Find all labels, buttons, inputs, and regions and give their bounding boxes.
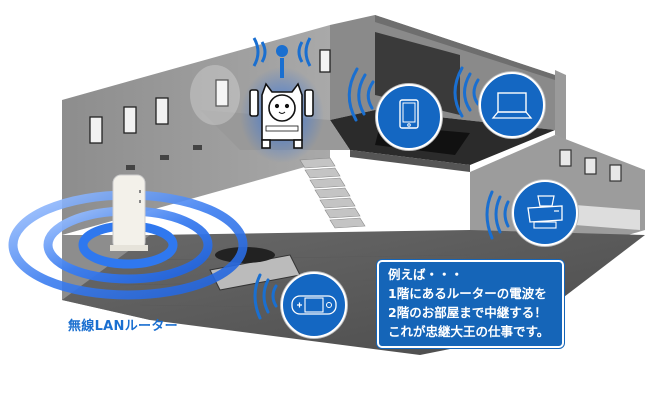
tablet-device-badge xyxy=(376,84,442,150)
laptop-icon xyxy=(491,92,533,119)
callout-line: これが忠継大王の仕事です。 xyxy=(388,324,550,339)
game-console-device-badge xyxy=(281,272,347,338)
callout-line: 2階のお部屋まで中継する！ xyxy=(388,305,547,320)
callout-line: 例えば・・・ xyxy=(388,267,464,282)
tablet-icon xyxy=(399,99,419,129)
laptop-device-badge xyxy=(479,72,545,138)
game-console-icon xyxy=(291,295,337,315)
callout-line: 1階にあるルーターの電波を xyxy=(388,286,547,301)
printer-icon xyxy=(527,195,563,229)
wireless-router-icon xyxy=(110,174,148,251)
cat-repeater-mascot-icon xyxy=(249,37,314,149)
explanation-callout: 例えば・・・ 1階にあるルーターの電波を 2階のお部屋まで中継する！ これが忠継… xyxy=(377,260,564,348)
staircase xyxy=(299,157,366,229)
printer-device-badge xyxy=(512,180,578,246)
router-label: 無線LANルーター xyxy=(68,319,178,334)
